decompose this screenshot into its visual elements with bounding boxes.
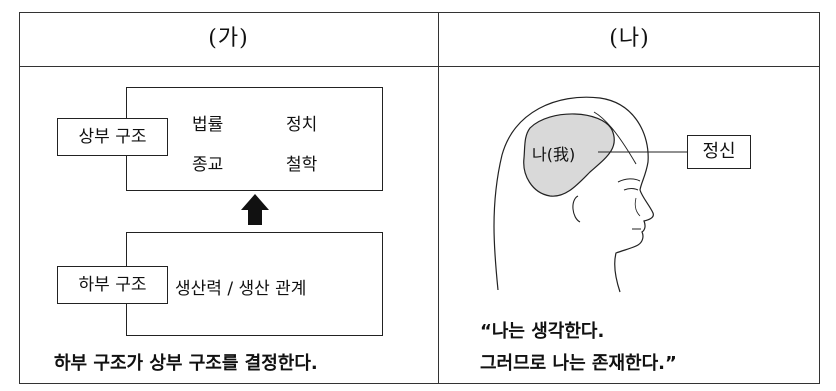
header-divider [19,66,820,67]
head-self-label: 나(我) [532,145,576,164]
upper-item-religion: 종교 [192,155,224,175]
quote-line-2: 그러므로 나는 존재한다.” [480,353,677,374]
table-frame [19,12,820,384]
upper-item-law: 법률 [192,115,224,135]
upper-structure-label: 상부 구조 [57,118,168,156]
spirit-callout-label: 정신 [687,135,751,169]
column-divider [438,12,439,384]
upper-structure-box [126,87,383,191]
upper-item-philosophy: 철학 [286,155,318,175]
brain-region [523,113,615,197]
lower-structure-content: 생산력 / 생산 관계 [175,279,307,299]
quote-line-1: “나는 생각한다. [480,321,605,342]
left-caption: 하부 구조가 상부 구조를 결정한다. [54,353,318,374]
header-ga: (가) [208,26,249,51]
header-na: (나) [609,26,650,51]
lower-structure-label: 하부 구조 [57,266,168,304]
upper-item-politics: 정치 [286,115,318,135]
